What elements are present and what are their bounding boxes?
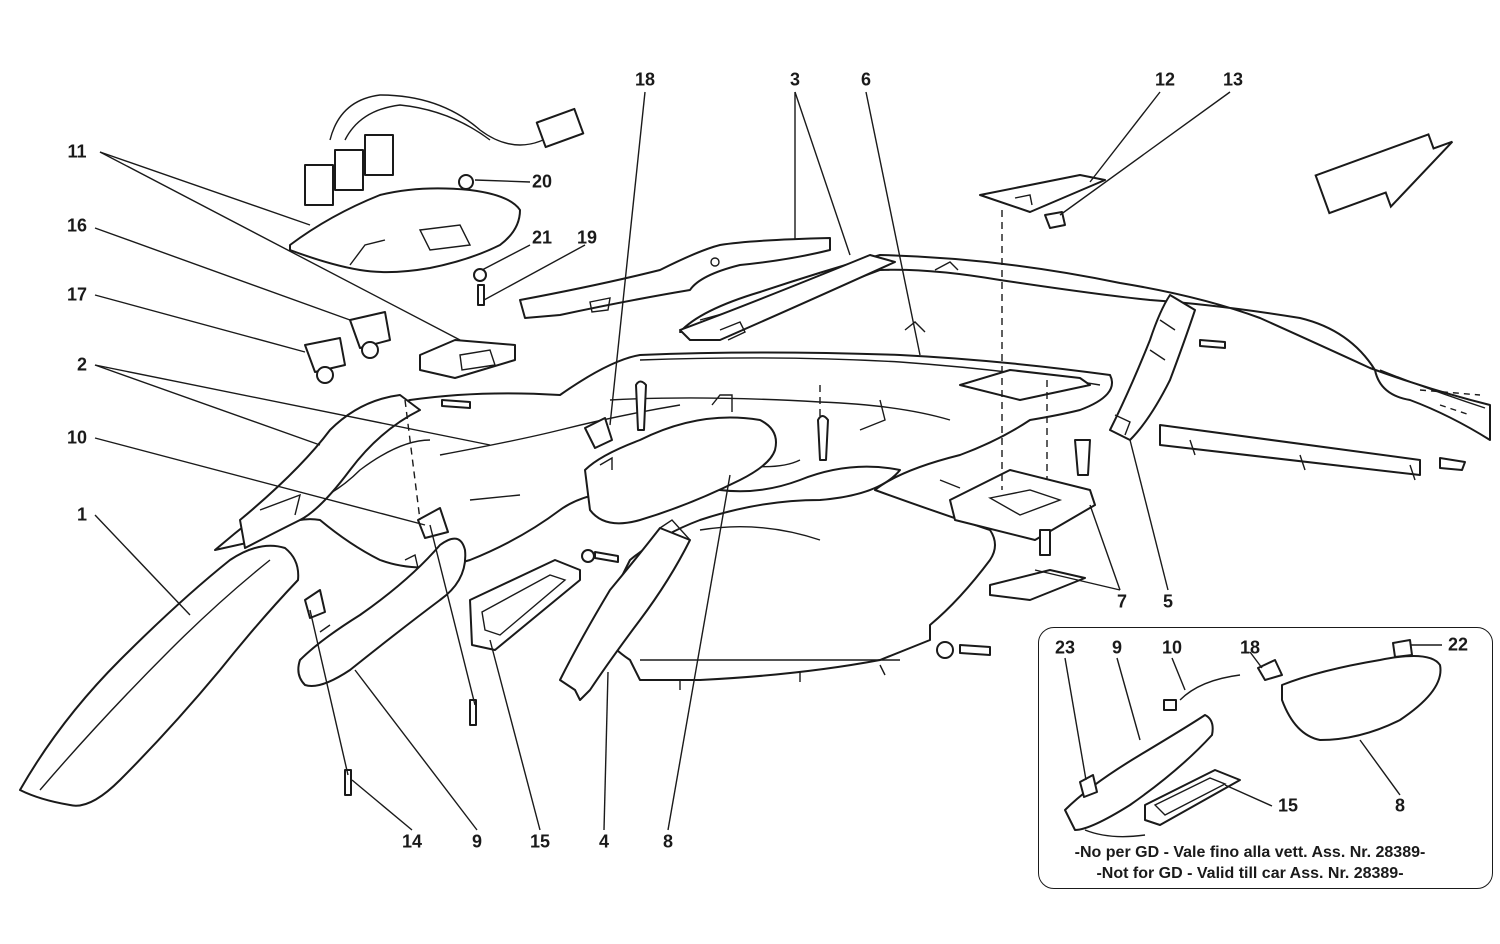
- inset-callout-18: 18: [1239, 637, 1261, 658]
- sun-visor-part-8: [584, 394, 777, 525]
- callout-8: 8: [662, 831, 674, 852]
- lower-rail-part: [679, 254, 926, 341]
- callout-7: 7: [1116, 591, 1128, 612]
- callout-6: 6: [860, 69, 872, 90]
- callout-15: 15: [529, 831, 551, 852]
- callout-21: 21: [531, 227, 553, 248]
- callout-2: 2: [76, 354, 88, 375]
- callout-4: 4: [598, 831, 610, 852]
- callout-16: 16: [66, 215, 88, 236]
- overhead-console-part-11: [289, 187, 521, 379]
- callout-18: 18: [634, 69, 656, 90]
- part-12-13: [959, 174, 1106, 401]
- left-trim-panel: [239, 394, 421, 549]
- sun-visor-part-9: [297, 537, 467, 687]
- leader-lines: [94, 91, 1231, 831]
- inset-callout-9: 9: [1111, 637, 1123, 658]
- callout-13: 13: [1222, 69, 1244, 90]
- callout-17: 17: [66, 284, 88, 305]
- vanity-light-part-15: [469, 559, 581, 651]
- callout-5: 5: [1162, 591, 1174, 612]
- callout-20: 20: [531, 171, 553, 192]
- assembly-lines: [404, 210, 1048, 521]
- inset-callout-15: 15: [1277, 795, 1299, 816]
- switch-parts: [304, 311, 391, 384]
- callout-14: 14: [401, 831, 423, 852]
- wiring-harness: [304, 94, 585, 206]
- callout-12: 12: [1154, 69, 1176, 90]
- inset-callout-23: 23: [1054, 637, 1076, 658]
- a-pillar-trim: [19, 544, 300, 807]
- callout-3: 3: [789, 69, 801, 90]
- front-direction-arrow-icon: [1314, 133, 1454, 215]
- b-pillar-trim: [559, 519, 691, 701]
- callout-1: 1: [76, 504, 88, 525]
- dome-light-part-7: [939, 469, 1096, 601]
- callout-19: 19: [576, 227, 598, 248]
- upper-rail-part: [519, 237, 831, 319]
- right-lower-rail: [1159, 424, 1421, 481]
- inset-callout-22: 22: [1447, 634, 1469, 655]
- callout-9: 9: [471, 831, 483, 852]
- inset-callout-8: 8: [1394, 795, 1406, 816]
- c-pillar-trim: [1109, 294, 1196, 441]
- callout-10: 10: [66, 427, 88, 448]
- callout-11: 11: [67, 141, 87, 162]
- inset-parts: [1064, 639, 1442, 838]
- inset-note-italian: -No per GD - Vale fino alla vett. Ass. N…: [1074, 844, 1426, 861]
- fasteners: [344, 174, 1466, 796]
- inset-callout-10: 10: [1161, 637, 1183, 658]
- inset-variant-box: [1038, 627, 1493, 889]
- inset-note-english: -Not for GD - Valid till car Ass. Nr. 28…: [1096, 865, 1404, 882]
